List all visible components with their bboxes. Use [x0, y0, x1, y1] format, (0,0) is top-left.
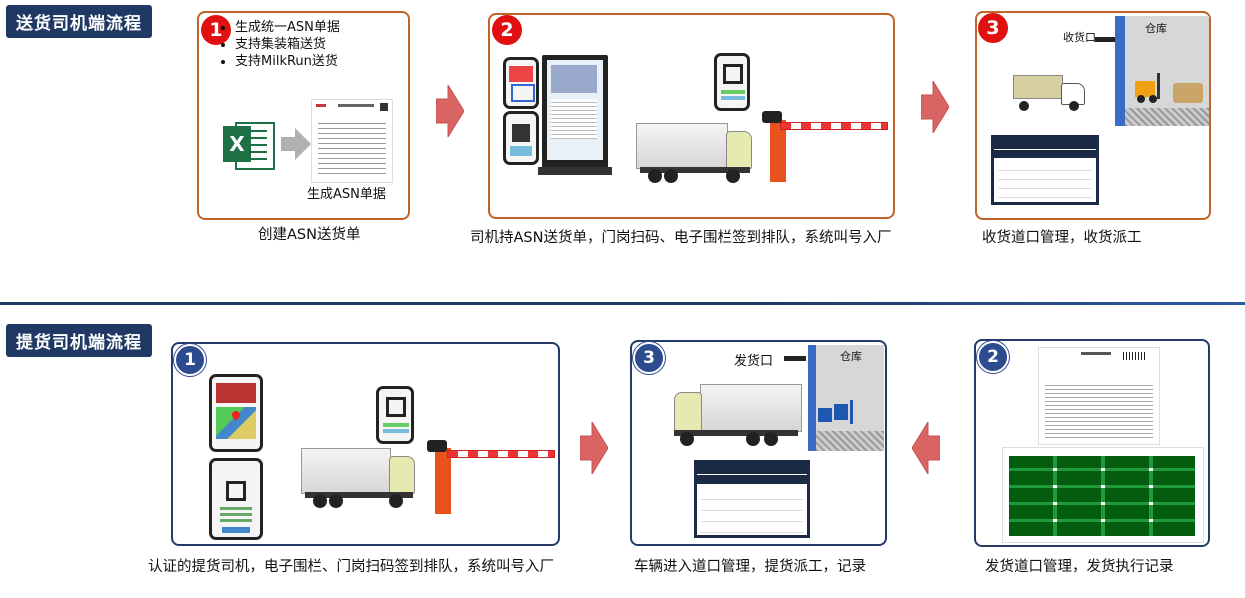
- pick-list-document-icon: [1002, 447, 1204, 543]
- bullet-item: 生成统一ASN单据: [235, 19, 340, 36]
- flow-arrow-icon: [579, 420, 609, 478]
- barrier-arm-icon: [447, 450, 555, 458]
- truck-icon: [1001, 71, 1091, 111]
- warehouse-label: 仓库: [1145, 22, 1167, 35]
- floor-icon: [1125, 108, 1209, 126]
- pickup-step3-box: 3 发货口 仓库: [630, 340, 887, 546]
- truck-icon: [301, 448, 421, 510]
- qr-phone-icon: [209, 458, 263, 540]
- step-badge: 1: [201, 15, 231, 45]
- map-phone-icon: [209, 374, 263, 452]
- pickup-step3-caption: 车辆进入道口管理，提货派工，记录: [634, 559, 866, 575]
- truck-icon: [636, 123, 756, 185]
- delivery-section-title: 送货司机端流程: [6, 5, 152, 38]
- flow-arrow-icon: [435, 83, 465, 141]
- truck-icon: [670, 384, 802, 448]
- barrier-arm-icon: [780, 122, 888, 130]
- forklift-icon: [1131, 73, 1169, 103]
- doc-label: 生成ASN单据: [307, 187, 386, 202]
- dock-label: 发货口: [734, 354, 774, 369]
- flow-arrow-left-icon: [911, 420, 941, 478]
- delivery-step1-caption: 创建ASN送货单: [258, 227, 361, 243]
- dock-light-icon: [784, 356, 806, 361]
- delivery-step2-caption: 司机持ASN送货单，门岗扫码、电子围栏签到排队，系统叫号入厂: [470, 230, 892, 246]
- flow-arrow-icon: [920, 79, 950, 137]
- dock-label: 收货口: [1063, 31, 1096, 44]
- delivery-step3-caption: 收货道口管理，收货派工: [982, 230, 1142, 246]
- pickup-step2-caption: 发货道口管理，发货执行记录: [985, 559, 1174, 575]
- delivery-step1-box: 1 生成统一ASN单据 支持集装箱送货 支持MilkRun送货 X 生成ASN单…: [197, 11, 410, 220]
- camera-icon: [762, 111, 782, 123]
- boxes-icon: [1173, 83, 1203, 103]
- step1-bullets: 生成统一ASN单据 支持集装箱送货 支持MilkRun送货: [221, 19, 340, 70]
- shipping-document-icon: [1038, 347, 1160, 445]
- asn-document-icon: [311, 99, 393, 183]
- delivery-step3-box: 3 收货口 仓库: [975, 11, 1211, 220]
- barrier-post-icon: [770, 120, 786, 182]
- dock-status-panel: [694, 460, 810, 538]
- bullet-item: 支持集装箱送货: [235, 36, 340, 53]
- delivery-step2-box: 2: [488, 13, 895, 219]
- section-divider: [0, 302, 1245, 305]
- pickup-step1-caption: 认证的提货司机，电子围栏、门岗扫码签到排队，系统叫号入厂: [148, 559, 554, 575]
- warehouse-label: 仓库: [840, 350, 862, 363]
- camera-icon: [427, 440, 447, 452]
- wall-icon: [808, 345, 816, 451]
- step-badge: 3: [978, 13, 1008, 43]
- step-badge: 1: [174, 344, 206, 376]
- pickup-step2-box: 2: [974, 339, 1210, 547]
- excel-icon: X: [223, 120, 275, 170]
- pickup-section-title: 提货司机端流程: [6, 324, 152, 357]
- phone-icon: [503, 57, 539, 109]
- forklift-icon: [818, 400, 858, 428]
- pickup-step1-box: 1: [171, 342, 560, 546]
- qr-phone-icon: [714, 53, 750, 111]
- wall-icon: [1115, 16, 1125, 126]
- qr-phone-icon: [376, 386, 414, 444]
- bullet-item: 支持MilkRun送货: [235, 53, 340, 70]
- step-badge: 2: [492, 15, 522, 45]
- phone-icon: [503, 111, 539, 165]
- arrow-shaft: [281, 137, 295, 151]
- barrier-post-icon: [435, 448, 451, 514]
- floor-icon: [816, 431, 884, 451]
- arrow-right-icon: [295, 128, 311, 160]
- step-badge: 2: [977, 341, 1009, 373]
- step-badge: 3: [633, 342, 665, 374]
- kiosk-icon: [538, 55, 612, 175]
- dock-status-panel: [991, 135, 1099, 205]
- dock-light-icon: [1095, 37, 1115, 42]
